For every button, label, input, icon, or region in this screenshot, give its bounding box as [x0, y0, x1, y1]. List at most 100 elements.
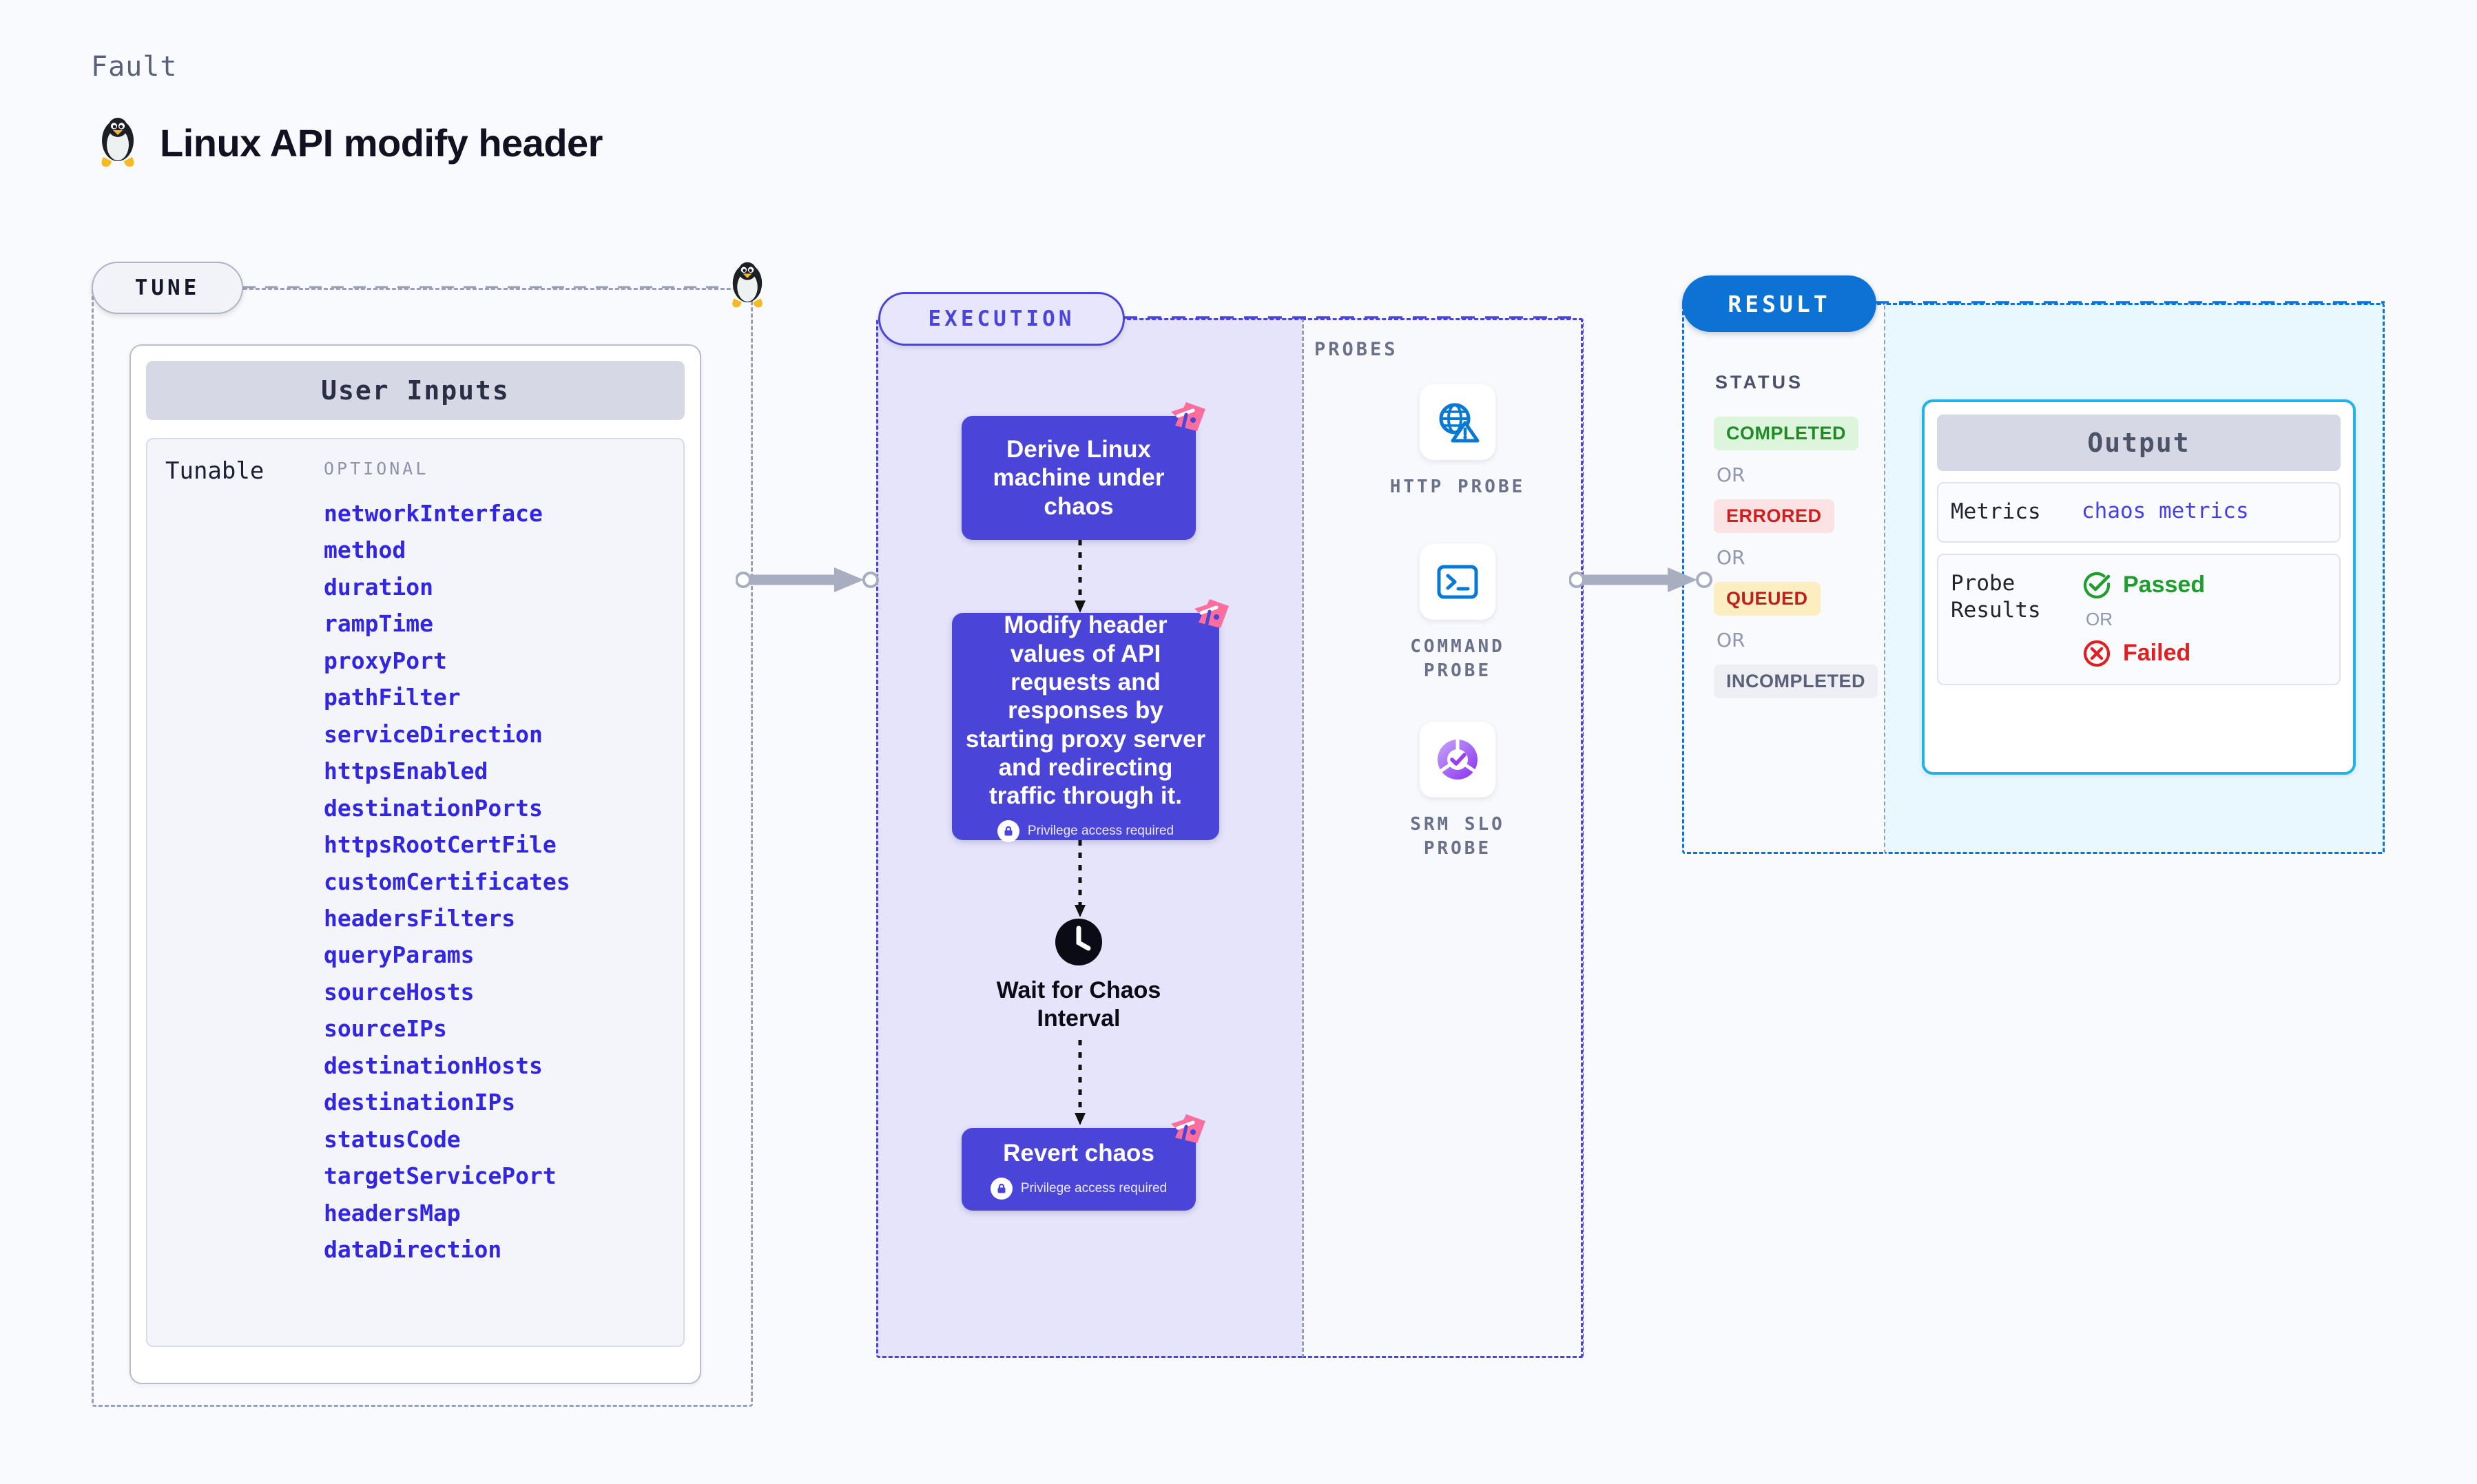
or-label: OR	[1717, 463, 1745, 486]
probe-results-key: Probe Results	[1951, 570, 2041, 623]
param-item[interactable]: destinationHosts	[324, 1052, 543, 1079]
probe-results-values: Passed OR Failed	[2082, 570, 2205, 669]
probe-card	[1420, 384, 1495, 460]
failed-label: Failed	[2123, 640, 2191, 667]
param-item[interactable]: queryParams	[324, 941, 475, 969]
node-label: Derive Linux machine under chaos	[993, 436, 1165, 520]
privilege-note: Privilege access required	[990, 1177, 1168, 1200]
param-item[interactable]: sourceHosts	[324, 978, 475, 1005]
param-item[interactable]: httpsEnabled	[324, 757, 488, 785]
or-label: OR	[1717, 546, 1745, 569]
execution-node-wait[interactable]: Wait for Chaos Interval	[962, 917, 1196, 1033]
probe-label: SRM SLO PROBE	[1410, 814, 1505, 859]
tux-penguin-marker-icon	[725, 260, 770, 313]
check-circle-icon	[2083, 572, 2111, 598]
param-item[interactable]: serviceDirection	[324, 720, 543, 748]
probe-command[interactable]: COMMAND PROBE	[1376, 544, 1539, 683]
tunable-label: Tunable	[165, 457, 265, 485]
globe-warning-icon	[1439, 403, 1480, 443]
execution-node-revert-chaos[interactable]: Revert chaos Privilege access required	[962, 1114, 1205, 1211]
param-item[interactable]: rampTime	[324, 610, 433, 638]
node-label: Revert chaos	[1003, 1140, 1154, 1167]
tune-badge: TUNE	[92, 262, 243, 314]
execution-badge: EXECUTION	[878, 292, 1125, 346]
output-metrics-row: Metrics chaos metrics	[1937, 482, 2341, 543]
probes-region	[1302, 318, 1583, 1358]
status-badge: INCOMPLETED	[1714, 665, 1878, 698]
param-item[interactable]: headersMap	[324, 1199, 461, 1226]
probe-result-passed: Passed	[2082, 570, 2205, 600]
srm-slo-donut-icon	[1438, 740, 1478, 780]
param-item[interactable]: targetServicePort	[324, 1162, 557, 1190]
metrics-key: Metrics	[1951, 499, 2041, 524]
status-badge: QUEUED	[1714, 582, 1821, 616]
probe-result-failed: Failed	[2082, 638, 2205, 669]
tunable-section: Tunable OPTIONAL networkInterface method…	[146, 438, 685, 1347]
node-label: Wait for Chaos Interval	[996, 977, 1161, 1032]
tune-badge-connector	[243, 286, 725, 289]
probes-title: PROBES	[1314, 339, 1398, 360]
param-item[interactable]: proxyPort	[324, 647, 447, 674]
terminal-icon	[1437, 565, 1478, 599]
optional-label: OPTIONAL	[324, 459, 429, 479]
tux-penguin-icon	[96, 116, 139, 169]
flow-arrow-execution-to-result	[1569, 567, 1712, 592]
lock-icon	[997, 819, 1019, 842]
execution-badge-connector	[1123, 316, 1582, 319]
probe-srm-slo[interactable]: SRM SLO PROBE	[1376, 722, 1539, 861]
chaos-ribbon-icon	[1171, 1114, 1205, 1143]
probe-label: COMMAND PROBE	[1410, 636, 1505, 682]
execution-node-modify-header[interactable]: Modify header values of API requests and…	[952, 599, 1229, 842]
status-badge: ERRORED	[1714, 499, 1834, 533]
node-connector	[1075, 840, 1086, 917]
lock-icon	[990, 1177, 1013, 1200]
or-label: OR	[1717, 629, 1745, 651]
param-item[interactable]: destinationPorts	[324, 794, 543, 822]
probe-card	[1420, 544, 1495, 620]
page-header: Linux API modify header	[96, 116, 603, 169]
param-item[interactable]: customCertificates	[324, 868, 570, 895]
privilege-label: Privilege access required	[1027, 823, 1174, 838]
chaos-ribbon-icon	[1171, 402, 1205, 431]
tunable-param-list: OPTIONAL networkInterface method duratio…	[324, 459, 676, 1339]
tune-region	[92, 288, 753, 1407]
clock-icon	[1055, 919, 1102, 965]
output-title: Output	[1937, 415, 2341, 471]
param-item[interactable]: networkInterface	[324, 500, 543, 527]
or-label: OR	[2086, 608, 2113, 629]
status-badge: COMPLETED	[1714, 417, 1859, 450]
param-item[interactable]: sourceIPs	[324, 1015, 447, 1043]
probe-card	[1420, 722, 1495, 797]
param-item[interactable]: dataDirection	[324, 1236, 502, 1264]
param-item[interactable]: httpsRootCertFile	[324, 831, 557, 859]
result-badge-connector	[1875, 301, 2385, 304]
user-inputs-card: User Inputs Tunable OPTIONAL networkInte…	[129, 344, 701, 1384]
node-connector	[1075, 1040, 1086, 1125]
param-item[interactable]: method	[324, 536, 406, 564]
page-title: Linux API modify header	[160, 121, 603, 165]
param-item[interactable]: pathFilter	[324, 684, 461, 711]
param-item[interactable]: destinationIPs	[324, 1089, 516, 1116]
param-item[interactable]: statusCode	[324, 1125, 461, 1153]
privilege-label: Privilege access required	[1020, 1180, 1168, 1195]
metrics-value-link[interactable]: chaos metrics	[2082, 499, 2249, 523]
passed-label: Passed	[2123, 572, 2206, 598]
param-item[interactable]: duration	[324, 573, 433, 600]
page-eyebrow: Fault	[91, 51, 178, 83]
chaos-ribbon-icon	[1194, 599, 1229, 628]
probe-http[interactable]: HTTP PROBE	[1376, 384, 1539, 499]
flow-arrow-tune-to-execution	[736, 567, 879, 592]
result-badge: RESULT	[1682, 275, 1876, 332]
status-title: STATUS	[1715, 372, 1803, 393]
user-inputs-title: User Inputs	[146, 361, 685, 420]
output-card: Output Metrics chaos metrics Probe Resul…	[1922, 399, 2356, 775]
node-connector	[1075, 540, 1086, 613]
privilege-note: Privilege access required	[997, 819, 1174, 842]
node-label: Modify header values of API requests and…	[965, 612, 1206, 810]
status-list: COMPLETED OR ERRORED OR QUEUED OR INCOMP…	[1714, 417, 1893, 698]
execution-node-derive[interactable]: Derive Linux machine under chaos	[962, 402, 1205, 540]
output-probe-results-row: Probe Results Passed OR Failed	[1937, 553, 2341, 685]
param-item[interactable]: headersFilters	[324, 904, 516, 932]
probe-label: HTTP PROBE	[1389, 477, 1526, 497]
